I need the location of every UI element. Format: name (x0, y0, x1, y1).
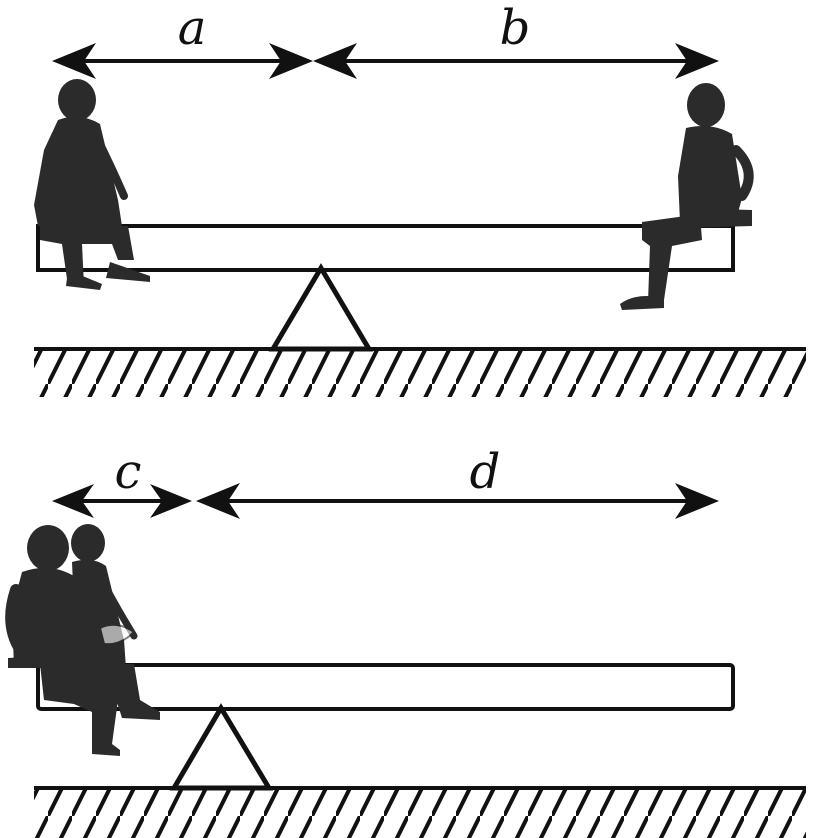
arrowhead-right (150, 484, 192, 518)
fulcrum-triangle-icon (169, 703, 274, 791)
ground-hatching (34, 351, 806, 397)
dimension-a: a (52, 0, 313, 79)
fulcrum-triangle-icon (268, 263, 374, 352)
top-scene: a b (34, 0, 806, 397)
label-b: b (500, 0, 531, 56)
arrowhead-right (675, 483, 719, 519)
dimension-b: b (313, 0, 719, 79)
label-a: a (178, 0, 207, 56)
arrowhead-left (52, 484, 94, 518)
label-c: c (115, 444, 142, 500)
ground-top (34, 347, 806, 397)
person-man-silhouette-icon (5, 525, 120, 756)
arrowhead-right (675, 43, 719, 79)
bottom-scene: c d (5, 444, 806, 838)
label-d: d (470, 444, 501, 500)
seesaw-plank (36, 224, 735, 272)
ground-hatching (34, 790, 806, 838)
arrowhead-right (269, 43, 313, 79)
arrowhead-left (52, 43, 96, 79)
person-left-silhouette-icon (34, 79, 150, 290)
dimension-c: c (52, 444, 192, 518)
person-right-silhouette-icon (620, 83, 754, 310)
dimension-d: d (196, 444, 719, 519)
arrowhead-left (196, 483, 240, 519)
seesaw-plank (36, 663, 735, 711)
arrowhead-left (313, 43, 357, 79)
ground-bottom (34, 786, 806, 838)
